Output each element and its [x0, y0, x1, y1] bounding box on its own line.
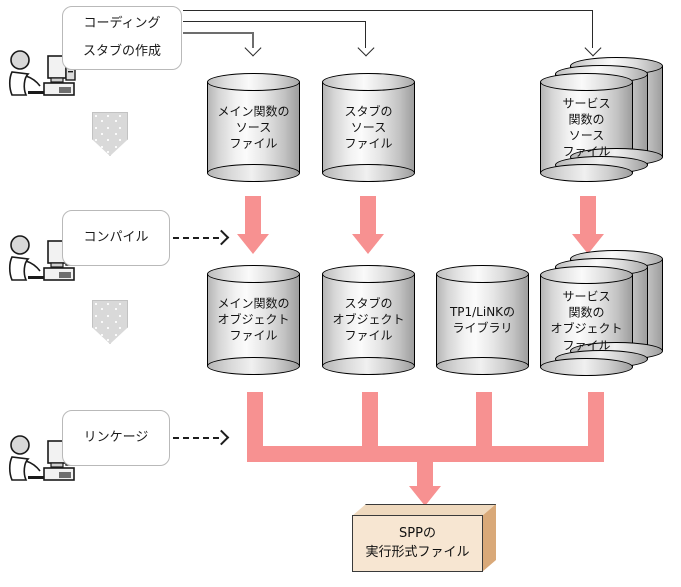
link-stem-main — [247, 392, 263, 446]
cylinder-base — [322, 164, 415, 182]
coding-connector-line-service — [183, 10, 592, 11]
coding-drop-service — [592, 10, 593, 48]
cylinder-base — [436, 357, 529, 375]
coding-connector-line-stub — [183, 21, 365, 22]
pink-arrow-stub-compile — [352, 196, 384, 254]
pink-arrow-to-executable — [409, 446, 441, 508]
arrowhead-main-source — [244, 39, 262, 57]
cylinder-body — [207, 274, 300, 366]
arrowhead-service-source — [584, 39, 602, 57]
cylinder-base — [207, 357, 300, 375]
dashed-arrowhead-compile — [213, 229, 230, 246]
box-spp-executable[interactable]: SPPの 実行形式ファイル — [352, 504, 512, 572]
box-side-face — [482, 504, 496, 572]
arrow-head — [237, 234, 269, 254]
link-stem-stub — [362, 392, 378, 446]
arrow-head — [352, 234, 384, 254]
coding-drop-main — [252, 32, 254, 48]
cylinder-top — [540, 73, 633, 91]
stage-label-coding-line2: スタブの作成 — [82, 44, 161, 59]
process-arrow-coding-to-compile — [92, 112, 128, 156]
cylinder-base — [207, 164, 300, 182]
pink-arrow-main-compile — [237, 196, 269, 254]
stage-label-compile: コンパイル — [83, 229, 149, 245]
cylinder-base — [322, 357, 415, 375]
stage-box-linkage[interactable]: リンケージ — [62, 410, 170, 466]
cylinder-tp1-library[interactable]: TP1/LiNKの ライブラリ — [436, 265, 529, 375]
cylinder-top — [322, 73, 415, 91]
cylinder-base — [540, 164, 633, 182]
process-arrow-compile-to-linkage — [92, 300, 128, 344]
cylinder-stub-source[interactable]: スタブの ソース ファイル — [322, 73, 415, 182]
cylinder-top — [207, 73, 300, 91]
cylinder-stack-service-source[interactable]: サービス 関数の ソース ファイル — [540, 57, 665, 182]
box-front-face: SPPの 実行形式ファイル — [352, 515, 483, 572]
cylinder-top — [207, 265, 300, 283]
arrow-stem — [245, 196, 261, 236]
link-stem-tp1 — [476, 392, 492, 446]
stage-box-coding[interactable]: コーディング スタブの作成 — [62, 6, 182, 70]
stage-label-linkage: リンケージ — [83, 429, 149, 445]
arrow-head — [409, 486, 441, 506]
cylinder-stack-service-object[interactable]: サービス 関数の オブジェクト ファイル — [540, 250, 665, 376]
stage-box-compile[interactable]: コンパイル — [62, 210, 170, 266]
arrow-stem — [417, 446, 433, 488]
link-stem-service — [588, 392, 604, 446]
coding-connector-line-main — [183, 32, 253, 34]
cylinder-top — [322, 265, 415, 283]
dashed-arrow-linkage — [173, 437, 219, 439]
cylinder-main-source[interactable]: メイン関数の ソース ファイル — [207, 73, 300, 182]
dashed-arrowhead-linkage — [213, 429, 230, 446]
cylinder-base — [540, 358, 633, 376]
arrow-stem — [580, 196, 596, 236]
spp-label-line1: SPPの — [399, 525, 436, 541]
person-at-computer-coding — [8, 50, 76, 96]
spp-label-line2: 実行形式ファイル — [365, 544, 470, 560]
arrow-head — [572, 234, 604, 254]
cylinder-main-object[interactable]: メイン関数の オブジェクト ファイル — [207, 265, 300, 375]
stage-label-coding-line1: コーディング — [83, 15, 161, 31]
cylinder-body — [322, 82, 415, 173]
coding-drop-stub — [365, 21, 366, 48]
cylinder-top — [540, 266, 633, 284]
cylinder-stub-object[interactable]: スタブの オブジェクト ファイル — [322, 265, 415, 375]
cylinder-body — [436, 274, 529, 366]
dashed-arrow-compile — [173, 237, 219, 239]
pink-arrow-service-compile — [572, 196, 604, 254]
cylinder-body — [207, 82, 300, 173]
cylinder-service-source-front: サービス 関数の ソース ファイル — [540, 73, 633, 182]
cylinder-body — [322, 274, 415, 366]
cylinder-top — [436, 265, 529, 283]
arrowhead-stub-source — [357, 39, 375, 57]
arrow-stem — [360, 196, 376, 236]
